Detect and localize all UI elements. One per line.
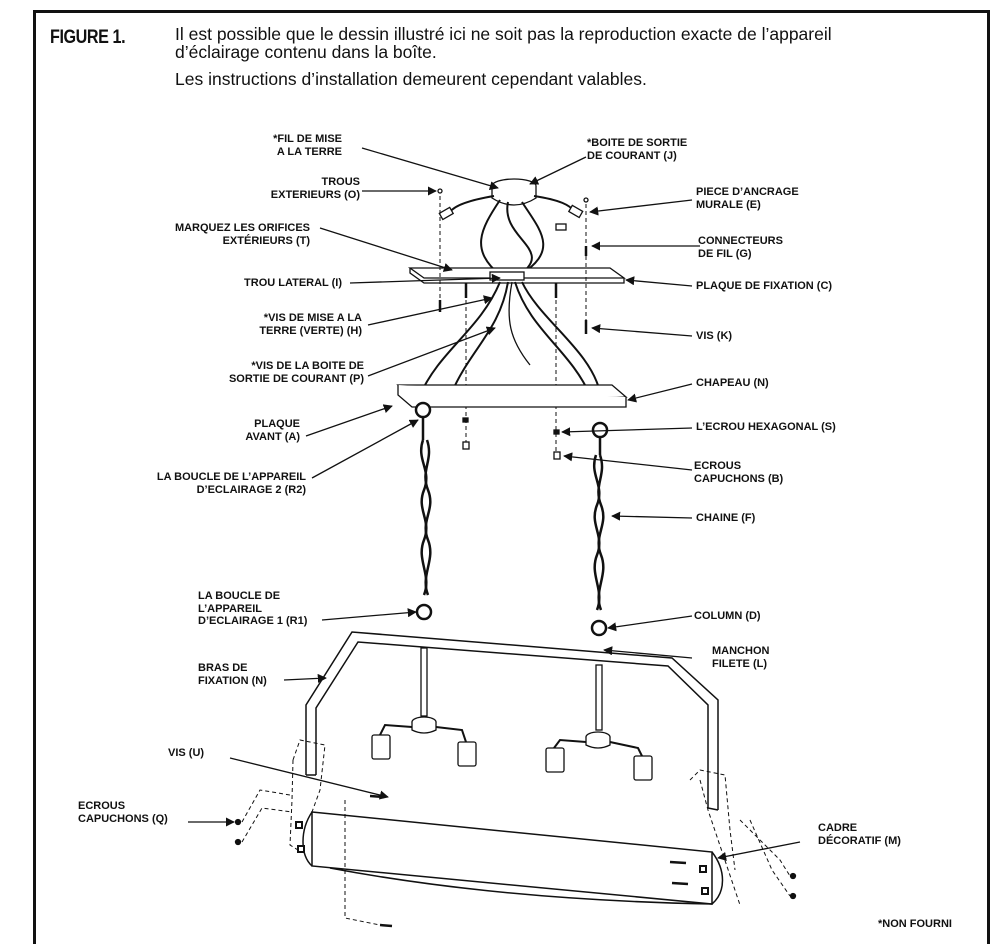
label-boucle2: LA BOUCLE DE L’APPAREIL D’ECLAIRAGE 2 (R…: [156, 471, 306, 496]
label-trou-lateral: TROU LATERAL (I): [244, 277, 342, 289]
label-chaine: CHAINE (F): [696, 512, 756, 524]
label-marquez: MARQUEZ LES ORIFICES EXTÉRIEURS (T): [174, 222, 310, 247]
light-cluster-left: [371, 716, 477, 767]
label-connecteurs: CONNECTEURS DE FIL (G): [698, 235, 783, 260]
label-boite-sortie: *BOITE DE SORTIE DE COURANT (J): [587, 137, 688, 162]
label-manchon: MANCHON FILETE (L): [712, 645, 770, 670]
label-ecrous-b: ECROUS CAPUCHONS (B): [694, 460, 784, 485]
junction-box: [491, 178, 537, 206]
light-cluster-right: [545, 731, 653, 781]
label-non-fourni: *NON FOURNI: [878, 918, 952, 930]
label-vis-k: VIS (K): [696, 330, 733, 342]
label-vis-terre: *VIS DE MISE A LA TERRE (VERTE) (H): [259, 312, 362, 337]
label-boucle1: LA BOUCLE DE L’APPAREIL D’ECLAIRAGE 1 (R…: [198, 590, 308, 627]
label-plaque-fixation: PLAQUE DE FIXATION (C): [696, 280, 833, 292]
label-piece-ancrage: PIECE D’ANCRAGE MURALE (E): [696, 186, 799, 211]
figure-frame: [33, 10, 990, 944]
label-ecrou-hex: L’ECROU HEXAGONAL (S): [696, 421, 836, 433]
label-column: COLUMN (D): [694, 610, 761, 622]
figure-note-line-1: Il est possible que le dessin illustré i…: [175, 24, 832, 44]
label-chapeau: CHAPEAU (N): [696, 377, 769, 389]
label-cadre: CADRE DÉCORATIF (M): [818, 822, 901, 847]
label-vis-u: VIS (U): [168, 747, 205, 759]
label-vis-boite: *VIS DE LA BOITE DE SORTIE DE COURANT (P…: [228, 360, 364, 385]
label-trous-ext: TROUS EXTERIEURS (O): [270, 176, 360, 201]
figure-note-line-3: Les instructions d’installation demeuren…: [175, 69, 647, 89]
mounting-arms: [305, 631, 719, 811]
label-fil-terre: *FIL DE MISE A LA TERRE: [273, 133, 342, 158]
canopy: [396, 384, 628, 408]
decorative-band: [302, 811, 724, 905]
label-ecrous-q: ECROUS CAPUCHONS (Q): [78, 800, 168, 825]
label-plaque-avant: PLAQUE AVANT (A): [245, 418, 300, 443]
figure-note-line-2: d’éclairage contenu dans la boîte.: [175, 42, 437, 62]
figure-label: FIGURE 1.: [50, 27, 126, 48]
mounting-plate: [407, 267, 627, 284]
label-bras: BRAS DE FIXATION (N): [198, 662, 267, 687]
